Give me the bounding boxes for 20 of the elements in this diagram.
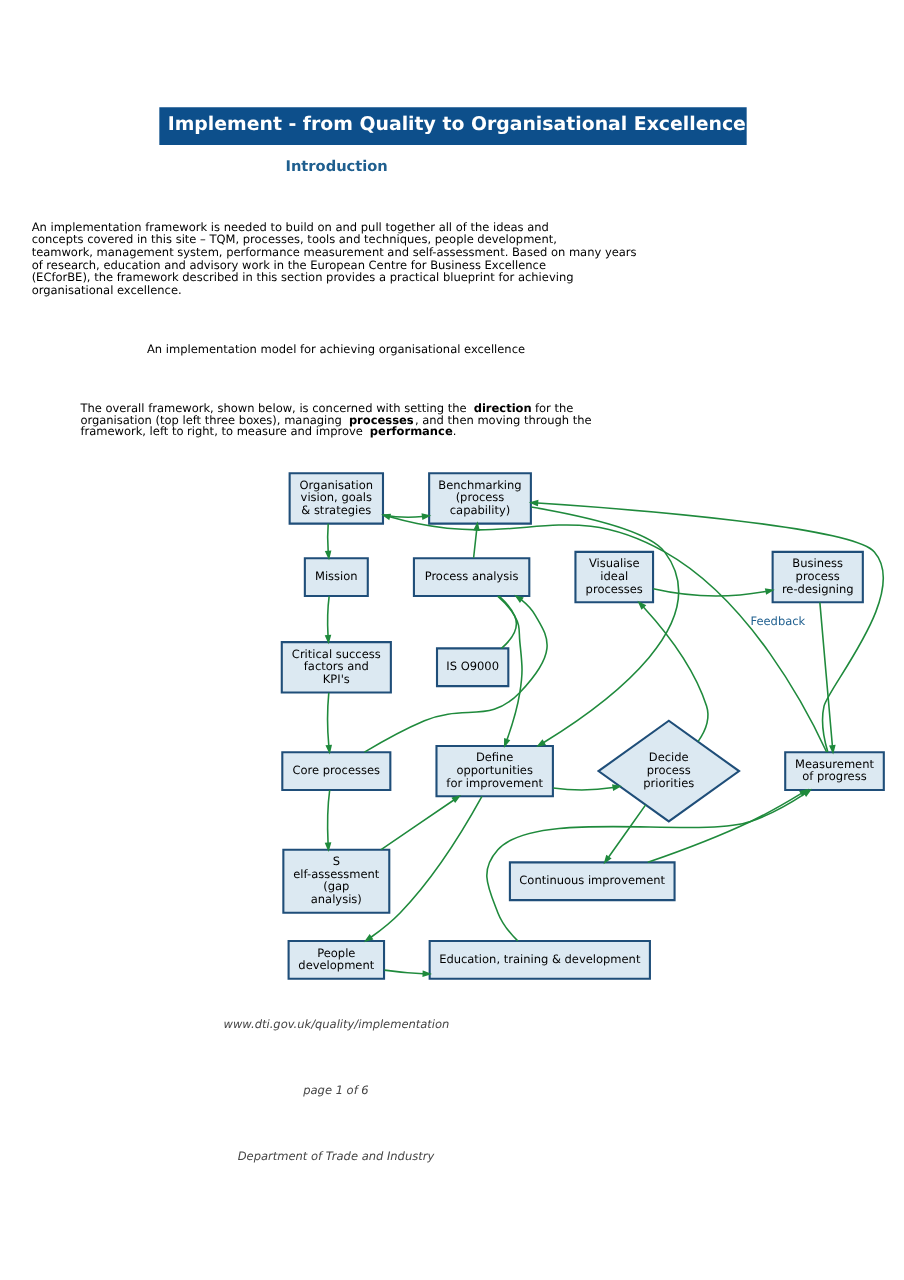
arrow bbox=[651, 587, 774, 597]
arrow bbox=[527, 499, 884, 753]
arrow bbox=[495, 595, 522, 748]
arrow bbox=[323, 789, 331, 852]
arrow bbox=[380, 513, 827, 753]
diagram-title: Implement - from Quality to Organisational Excellence bbox=[166, 113, 745, 136]
arrow bbox=[636, 600, 708, 743]
arrow bbox=[551, 784, 621, 791]
arrow bbox=[362, 594, 547, 753]
arrow bbox=[382, 969, 431, 978]
arrow bbox=[602, 804, 646, 865]
arrow bbox=[323, 522, 331, 561]
connector bbox=[497, 595, 517, 650]
arrow bbox=[324, 692, 332, 755]
arrow bbox=[323, 595, 331, 645]
arrow bbox=[379, 795, 461, 851]
arrow bbox=[381, 513, 431, 520]
arrow bbox=[529, 506, 679, 748]
arrow bbox=[818, 601, 835, 755]
arrow bbox=[362, 795, 482, 943]
